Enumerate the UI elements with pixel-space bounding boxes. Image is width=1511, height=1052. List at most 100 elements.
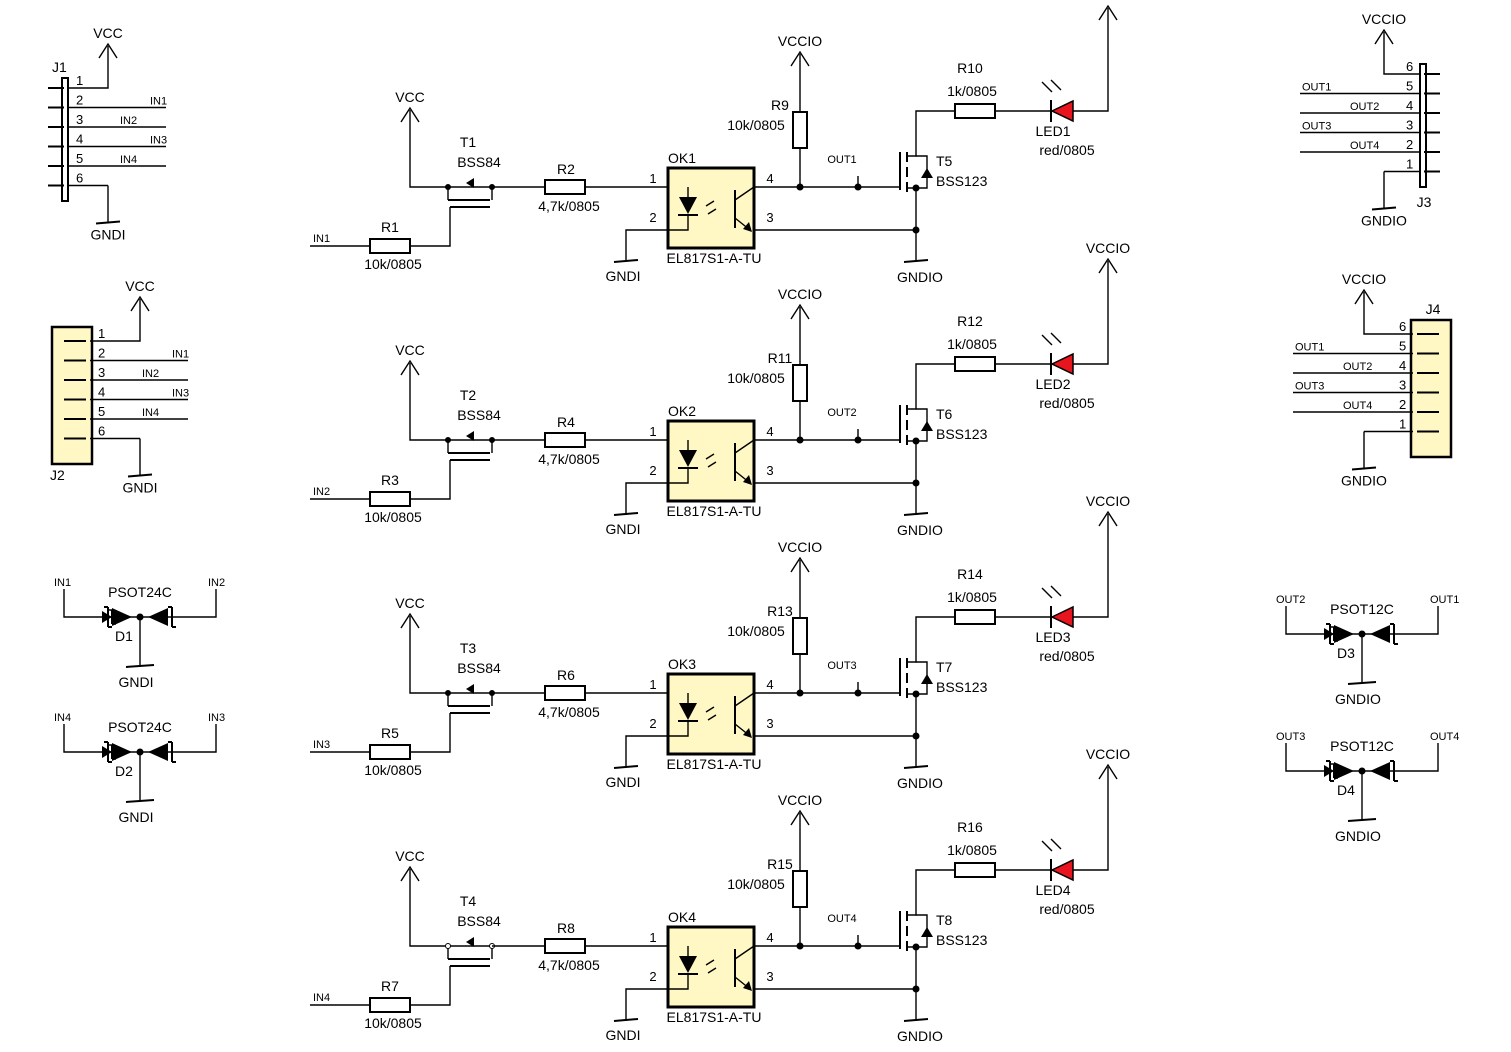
pin-dot xyxy=(445,943,451,949)
led-emitter-icon xyxy=(679,703,697,720)
drain-wire xyxy=(907,113,917,157)
pmos-ref: T1 xyxy=(460,134,477,150)
led-resistor xyxy=(954,103,996,119)
power-arrow-icon xyxy=(1098,510,1118,527)
led-resistor-value: 1k/0805 xyxy=(947,83,997,99)
emitter-leads xyxy=(668,946,689,990)
pin-number: 6 xyxy=(76,171,83,186)
led-drain-wire xyxy=(915,110,955,113)
source-wire xyxy=(907,693,917,735)
connector-body xyxy=(1419,63,1427,188)
tvs-left-wire xyxy=(63,589,110,618)
pin-number: 5 xyxy=(1399,339,1406,354)
pin-number: 1 xyxy=(1399,417,1406,432)
opto-pin-1: 1 xyxy=(649,930,656,945)
power-arrow-icon xyxy=(790,303,810,320)
pullup-resistor xyxy=(792,870,808,908)
opto-value: EL817S1-A-TU xyxy=(667,756,762,772)
nmos-ref: T6 xyxy=(936,406,953,422)
source-wire xyxy=(409,907,448,947)
ground-symbol: GNDI xyxy=(123,438,158,496)
led-emitter-icon xyxy=(679,450,697,467)
led-resistor-ref: R16 xyxy=(957,819,983,835)
tvs-right-net: OUT1 xyxy=(1430,594,1459,606)
connector-ref: J1 xyxy=(52,59,67,75)
power-net-label: VCC xyxy=(395,848,425,864)
led-value: red/0805 xyxy=(1039,648,1094,664)
tvs-right-wire xyxy=(170,724,217,753)
led-resistor-ref: R14 xyxy=(957,566,983,582)
ground-bar-icon xyxy=(1351,466,1377,471)
pin-dot xyxy=(445,437,451,443)
led-anode-wire xyxy=(1073,46,1109,112)
ground-bar-icon xyxy=(903,512,929,516)
ground-symbol: GNDIO xyxy=(1341,431,1387,489)
led-value: red/0805 xyxy=(1039,395,1094,411)
led-resistor-ref: R10 xyxy=(957,60,983,76)
pmos-value: BSS84 xyxy=(457,913,501,929)
pin-number: 2 xyxy=(1399,397,1406,412)
pmos-value: BSS84 xyxy=(457,660,501,676)
pin-net-label: OUT3 xyxy=(1302,121,1331,133)
connector-ref: J4 xyxy=(1426,301,1441,317)
output-net-label: OUT3 xyxy=(827,660,856,672)
tvs-right-wire xyxy=(1392,606,1439,635)
gate-wire xyxy=(410,207,451,247)
input-resistor-ref: R7 xyxy=(381,978,399,994)
pin-number: 1 xyxy=(76,73,83,88)
power-net-label: VCCIO xyxy=(778,286,822,302)
pullup-resistor xyxy=(792,617,808,655)
led-ref: LED4 xyxy=(1035,882,1070,898)
series-resistor xyxy=(544,685,586,701)
led-drain-wire xyxy=(915,869,955,872)
tvs-diode-icon xyxy=(112,743,132,761)
power-wire xyxy=(1383,70,1420,75)
power-net-label: VCCIO xyxy=(1342,271,1386,287)
ground-net-label: GNDI xyxy=(606,521,641,537)
power-symbol: VCCIO xyxy=(778,539,822,598)
tvs-diode-icon xyxy=(148,743,168,761)
body-diode-icon xyxy=(921,168,933,178)
ground-net-label: GNDIO xyxy=(1361,213,1407,229)
connector-body xyxy=(50,325,94,466)
optocoupler-body xyxy=(666,925,756,1009)
tvs-right-net: OUT4 xyxy=(1430,731,1459,743)
power-symbol: VCCIO xyxy=(1086,493,1130,552)
series-resistor-value: 4,7k/0805 xyxy=(538,957,600,973)
tvs-left-net: IN1 xyxy=(54,577,71,589)
tvs-ref: D4 xyxy=(1337,782,1355,798)
input-resistor-value: 10k/0805 xyxy=(364,509,422,525)
opto-ground-wire xyxy=(625,988,668,1021)
ground-bar-icon xyxy=(903,1018,929,1022)
power-arrow-icon xyxy=(130,295,150,312)
pullup-ref: R9 xyxy=(771,97,789,113)
emitter-leads xyxy=(668,187,689,231)
power-arrow-icon xyxy=(790,50,810,67)
ground-bar-icon xyxy=(125,799,155,803)
series-resistor-value: 4,7k/0805 xyxy=(538,451,600,467)
tvs-right-net: IN3 xyxy=(208,712,225,724)
input-net-label: IN2 xyxy=(313,486,330,498)
pin-net-label: IN2 xyxy=(120,115,137,127)
opto-pin-2: 2 xyxy=(649,463,656,478)
power-symbol: VCCIO xyxy=(1362,11,1406,70)
output-net-label: OUT4 xyxy=(827,913,856,925)
power-symbol: VCCIO xyxy=(1086,0,1130,46)
power-symbol: VCC xyxy=(395,342,425,401)
source-wire xyxy=(907,440,917,482)
ground-bar-icon xyxy=(1347,818,1377,822)
pin-net-label: OUT1 xyxy=(1295,342,1324,354)
ground-bar-icon xyxy=(613,1018,639,1022)
led-drain-wire xyxy=(915,616,955,619)
tvs-diode-icon xyxy=(1334,762,1354,780)
